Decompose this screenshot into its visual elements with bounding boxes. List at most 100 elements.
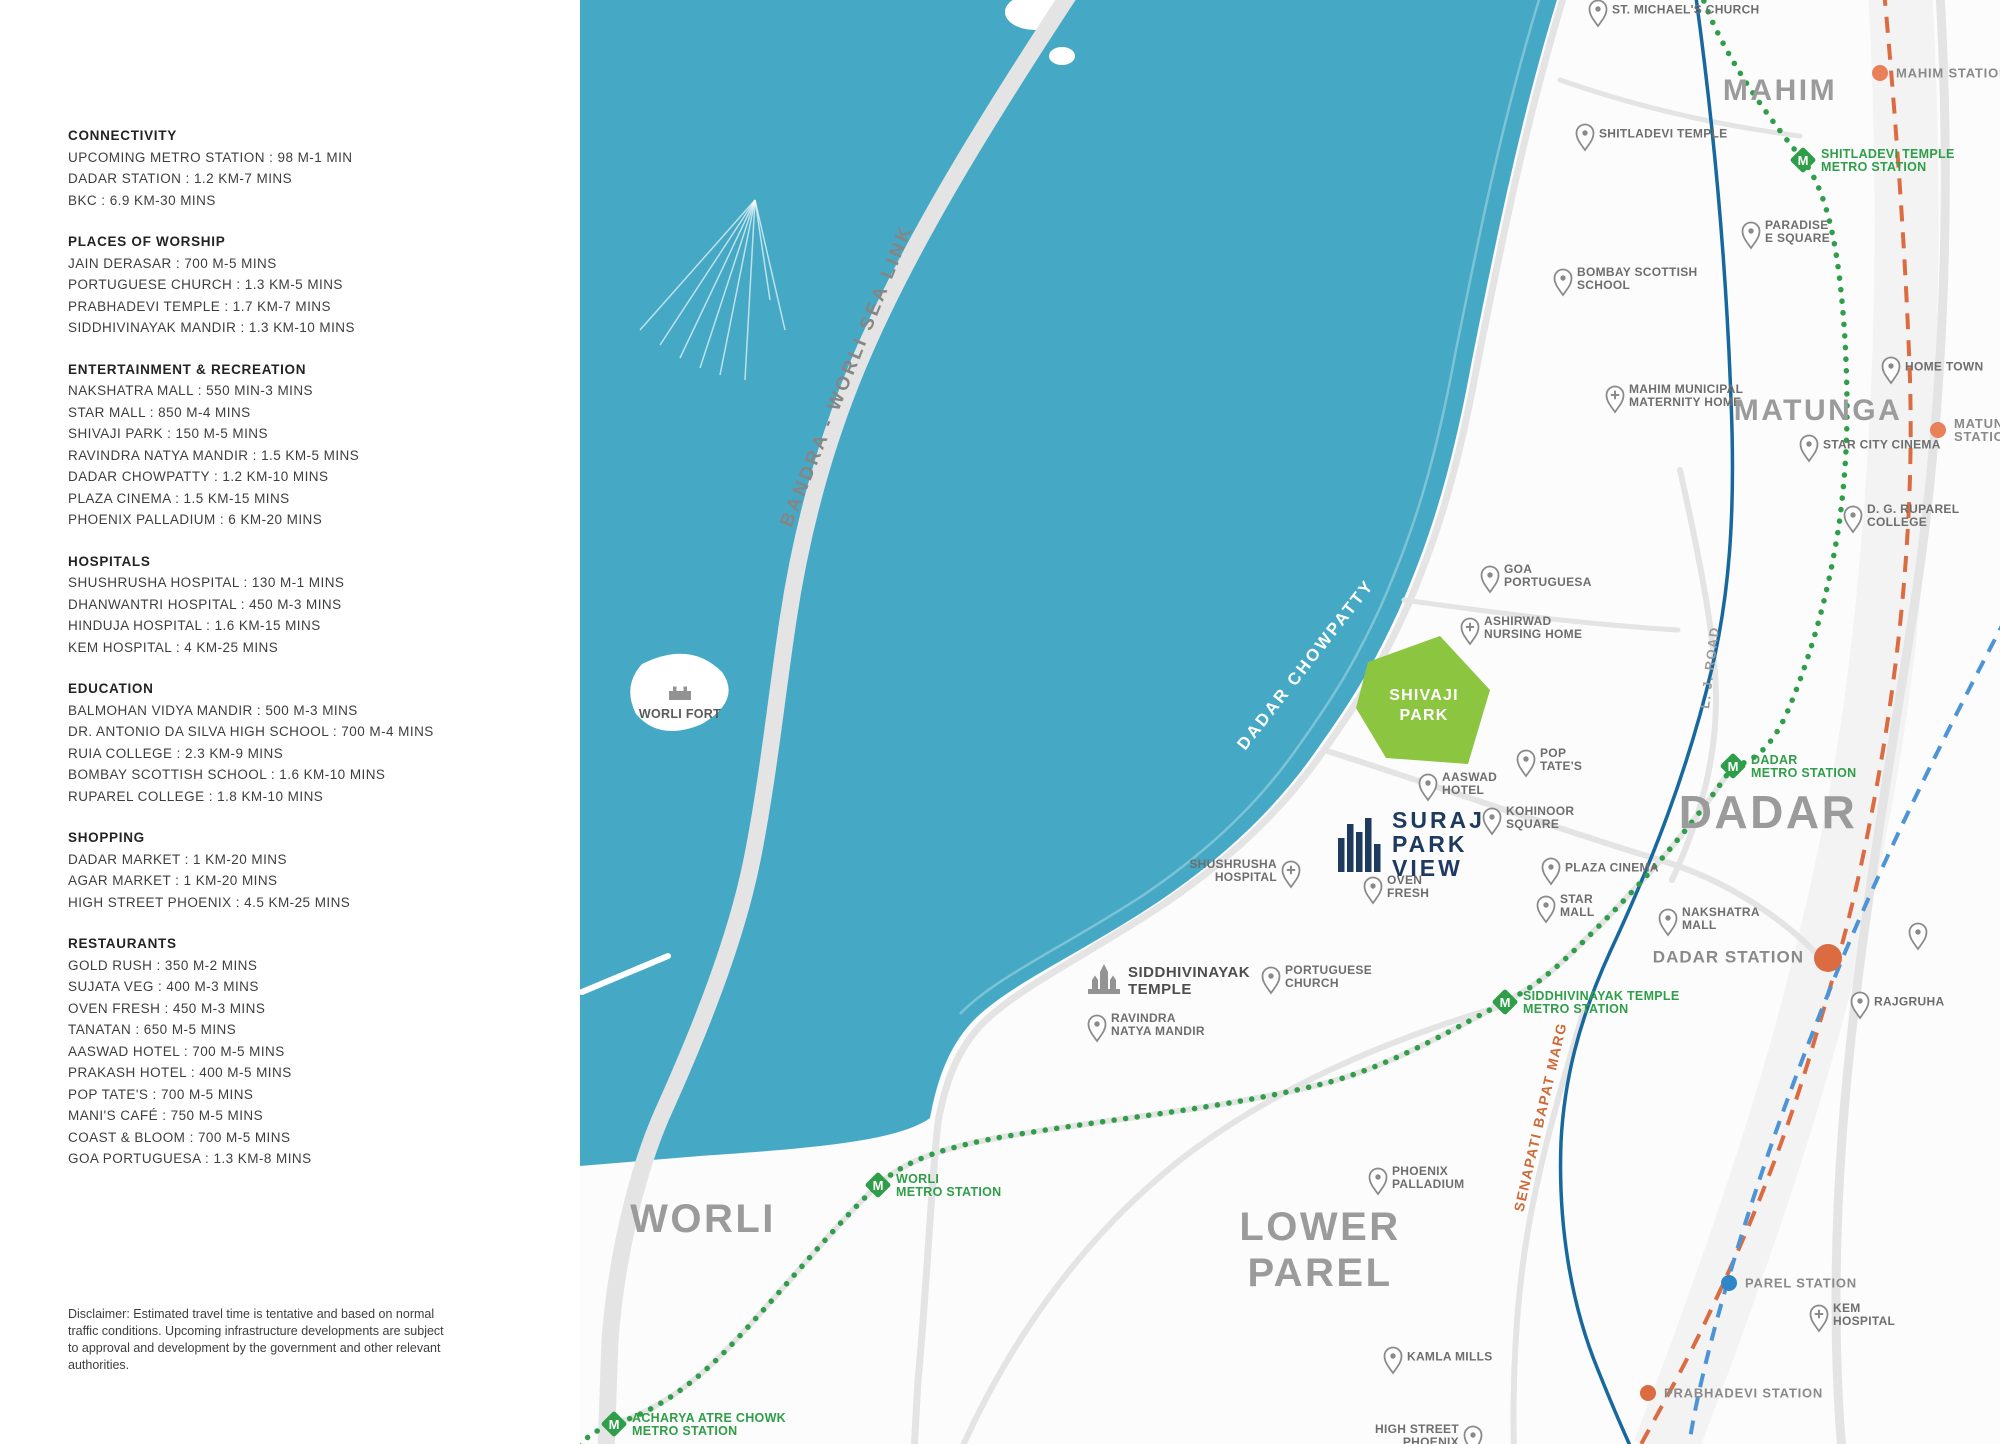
- amenity-item: GOA PORTUGUESA : 1.3 KM-8 MINS: [68, 1151, 312, 1166]
- metro-station-icon: [1492, 989, 1518, 1015]
- pin-dot-glyph: [1470, 1432, 1476, 1438]
- place-pin-icon: [1482, 807, 1502, 836]
- amenity-item: NAKSHATRA MALL : 550 MIN-3 MINS: [68, 383, 314, 398]
- plus-glyph: [1465, 622, 1475, 632]
- marker-rajgruha: RAJGRUHA: [1850, 991, 1944, 1020]
- place-pin-icon: [1087, 1014, 1107, 1043]
- project-building-bar: [1347, 824, 1354, 872]
- transit-lines-layer: [577, 0, 2000, 1444]
- metro-m-glyph: M: [1728, 759, 1739, 774]
- marker-matunga-station: MATUNGASTATION: [1930, 416, 2000, 444]
- place-pin-icon: [1536, 895, 1556, 924]
- marker-label: ST. MICHAEL'S CHURCH: [1612, 3, 1760, 17]
- pin-dot-glyph: [1489, 814, 1495, 820]
- amenity-item: RUIA COLLEGE : 2.3 KM-9 MINS: [68, 745, 284, 761]
- metro-station-icon: [601, 1411, 627, 1437]
- amenity-item: HINDUJA HOSPITAL : 1.6 KM-15 MINS: [68, 618, 321, 633]
- amenity-item: DR. ANTONIO DA SILVA HIGH SCHOOL : 700 M…: [68, 724, 434, 739]
- pin-dot-glyph: [1425, 780, 1431, 786]
- amenity-item: GOLD RUSH : 350 M-2 MINS: [68, 957, 258, 973]
- bridge-cable-fan: [639, 199, 786, 381]
- pin-dot-glyph: [1850, 512, 1856, 518]
- pin-dot-glyph: [1268, 973, 1274, 979]
- bandra-worli-sea-link-road: [597, 0, 1076, 1444]
- section-items: GOLD RUSH : 350 M-2 MINS SUJATA VEG : 400…: [68, 955, 540, 1170]
- amenity-item: STAR MALL : 850 M-4 MINS: [68, 404, 251, 420]
- pin-dot-glyph: [1806, 441, 1812, 447]
- marker-mahim-station: MAHIM STATION: [1872, 65, 2000, 81]
- metro-m-glyph: M: [873, 1178, 884, 1193]
- place-pin-icon: [1368, 1167, 1388, 1196]
- place-pin-icon: [1575, 123, 1595, 152]
- region-label-matunga: MATUNGA: [1734, 394, 1903, 427]
- region-label-dadar: DADAR: [1679, 786, 1858, 838]
- pin-dot-glyph: [1748, 228, 1754, 234]
- marker-dadar-station: DADAR STATION: [1653, 944, 1842, 972]
- marker-kamla-mills: KAMLA MILLS: [1383, 1346, 1492, 1375]
- metro-m-glyph: M: [1798, 153, 1809, 168]
- amenity-item: OVEN FRESH : 450 M-3 MINS: [68, 1000, 266, 1016]
- marker-label: DADAR STATION: [1653, 948, 1804, 967]
- marker-st-michael-s-church: ST. MICHAEL'S CHURCH: [1588, 0, 1760, 28]
- amenity-item: PLAZA CINEMA : 1.5 KM-15 MINS: [68, 490, 290, 506]
- amenity-item: PHOENIX PALLADIUM : 6 KM-20 MINS: [68, 512, 323, 527]
- place-pin-icon: [1741, 221, 1761, 250]
- temple-icon: [1088, 964, 1120, 994]
- hospital-pin-icon: [1281, 860, 1301, 889]
- amenity-item: JAIN DERASAR : 700 M-5 MINS: [68, 255, 277, 271]
- pin-dot-glyph: [1094, 1021, 1100, 1027]
- marker-home-town: HOME TOWN: [1881, 356, 1983, 385]
- marker-pin: [1908, 922, 1928, 951]
- metro-station-icon: [1790, 147, 1816, 173]
- pin-dot-glyph: [1888, 363, 1894, 369]
- marker-label: PAREL STATION: [1745, 1276, 1857, 1291]
- pin-dot-glyph: [1375, 1174, 1381, 1180]
- amenity-item: BOMBAY SCOTTISH SCHOOL : 1.6 KM-10 MINS: [68, 767, 386, 782]
- marker-label: MATUNGASTATION: [1954, 416, 2000, 444]
- railway-station-dot: [1721, 1275, 1737, 1291]
- amenity-item: DADAR STATION : 1.2 KM-7 MINS: [68, 171, 293, 186]
- amenity-item: COAST & BLOOM : 700 M-5 MINS: [68, 1129, 291, 1145]
- marker-label: RAJGRUHA: [1874, 995, 1944, 1009]
- hospital-pin-icon: [1605, 385, 1625, 414]
- place-pin-icon: [1658, 908, 1678, 937]
- marker-parel-station: PAREL STATION: [1721, 1275, 1857, 1291]
- metro-m-glyph: M: [1500, 995, 1511, 1010]
- amenity-item: SUJATA VEG : 400 M-3 MINS: [68, 979, 259, 994]
